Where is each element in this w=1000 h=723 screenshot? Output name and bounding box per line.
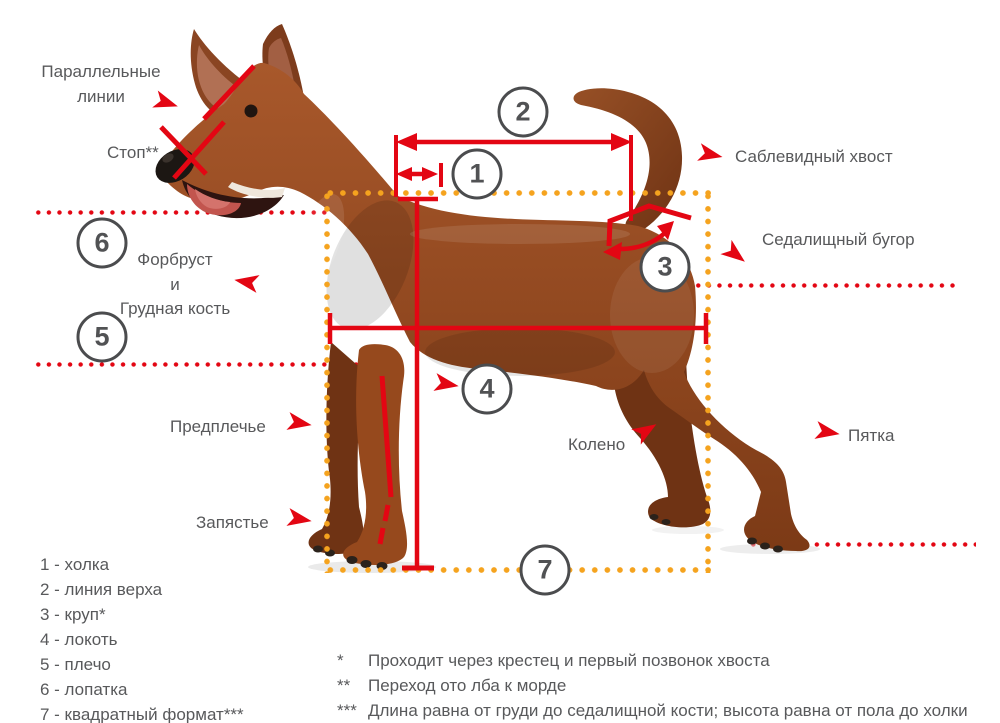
hock-level-dotted-line <box>748 542 976 547</box>
footnote: ** Переход ото лба к морде <box>337 673 968 698</box>
label-forechest-line1: Форбруст <box>137 250 213 269</box>
marker-circle-1: 1 <box>451 148 503 200</box>
label-wrist: Запястье <box>196 513 269 532</box>
label-sabre-tail: Саблевидный хвост <box>735 147 893 166</box>
footnote-mark: *** <box>337 701 357 720</box>
label-stop: Стоп** <box>107 143 159 162</box>
dog-tail <box>573 88 683 234</box>
label-ischial-tuberosity: Седалищный бугор <box>762 230 915 249</box>
legend-item: 3 - круп* <box>40 605 106 624</box>
label-knee: Колено <box>568 435 626 454</box>
legend-item: 1 - холка <box>40 555 110 574</box>
format-square-bottom <box>324 567 711 573</box>
shoulder-bottom-dotted-line <box>33 362 391 367</box>
legend-item: 4 - локоть <box>40 630 118 649</box>
legend-item: 6 - лопатка <box>40 680 128 699</box>
dog-far-front-leg <box>308 342 364 554</box>
dog-mouth <box>182 180 285 219</box>
dog-body <box>158 62 810 552</box>
format-square-left <box>324 190 330 573</box>
legend-item: 5 - плечо <box>40 655 111 674</box>
marker-circle-2: 2 <box>497 86 549 138</box>
format-square-top <box>324 190 711 196</box>
label-heel: Пятка <box>848 426 895 445</box>
label-forearm: Предплечье <box>170 417 266 436</box>
footnote-mark: ** <box>337 676 351 695</box>
label-forechest: Форбруст и Грудная кость <box>112 248 238 322</box>
marker-circle-5: 5 <box>76 311 128 363</box>
footnotes: * Проходит через крестец и первый позвон… <box>337 648 968 723</box>
marker-circle-4: 4 <box>461 363 513 415</box>
footnote: * Проходит через крестец и первый позвон… <box>337 648 968 673</box>
dog-eye <box>244 104 258 118</box>
legend-item: 7 - квадратный формат*** <box>40 705 244 723</box>
footnote-text: Проходит через крестец и первый позвонок… <box>368 651 770 670</box>
footnote-text: Переход ото лба к морде <box>368 676 567 695</box>
label-forechest-line2: и <box>170 274 180 294</box>
ischium-level-dotted-line <box>640 283 955 288</box>
label-parallel-lines: Параллельные линии <box>41 62 161 106</box>
footnote-text: Длина равна от груди до седалищной кости… <box>368 701 968 720</box>
legend: 1 - холка 2 - линия верха 3 - круп* 4 - … <box>40 552 244 723</box>
marker-circle-7: 7 <box>519 544 571 596</box>
footnote: *** Длина равна от груди до седалищной к… <box>337 698 968 723</box>
format-square-right <box>705 190 711 573</box>
label-forechest-line3: Грудная кость <box>119 299 231 319</box>
legend-item: 2 - линия верха <box>40 580 163 599</box>
marker-circle-6: 6 <box>76 217 128 269</box>
marker-circle-3: 3 <box>639 241 691 293</box>
footnote-mark: * <box>337 651 344 670</box>
